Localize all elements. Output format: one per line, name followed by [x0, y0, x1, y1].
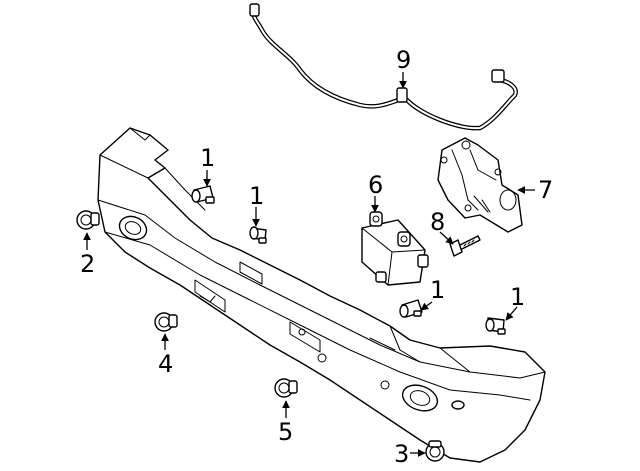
callout-1b: 1	[249, 182, 264, 210]
mounting-bracket	[437, 137, 523, 233]
sensor-1c	[399, 299, 423, 318]
callout-9: 9	[396, 46, 411, 74]
control-module	[361, 211, 429, 286]
retainer-3	[425, 440, 445, 462]
sensor-1d	[485, 317, 506, 335]
leader-8	[439, 231, 454, 245]
bumper-cover	[97, 127, 546, 463]
wiring-harness	[249, 3, 518, 131]
leader-1d	[505, 306, 518, 321]
leader-1c	[420, 301, 433, 311]
retainer-5	[274, 378, 298, 398]
callout-8: 8	[430, 208, 445, 236]
sensor-1a	[191, 185, 215, 204]
retainer-2	[76, 210, 100, 230]
callout-7: 7	[538, 176, 553, 204]
callout-1d: 1	[510, 283, 525, 311]
callout-5: 5	[278, 418, 293, 446]
callout-2: 2	[80, 250, 95, 278]
callout-6: 6	[368, 171, 383, 199]
callout-4: 4	[158, 350, 173, 378]
bolt	[449, 235, 481, 257]
callout-3: 3	[394, 440, 409, 468]
callout-1a: 1	[200, 144, 215, 172]
retainer-4	[154, 312, 178, 332]
callout-1c: 1	[430, 276, 445, 304]
sensor-1b	[249, 226, 267, 244]
